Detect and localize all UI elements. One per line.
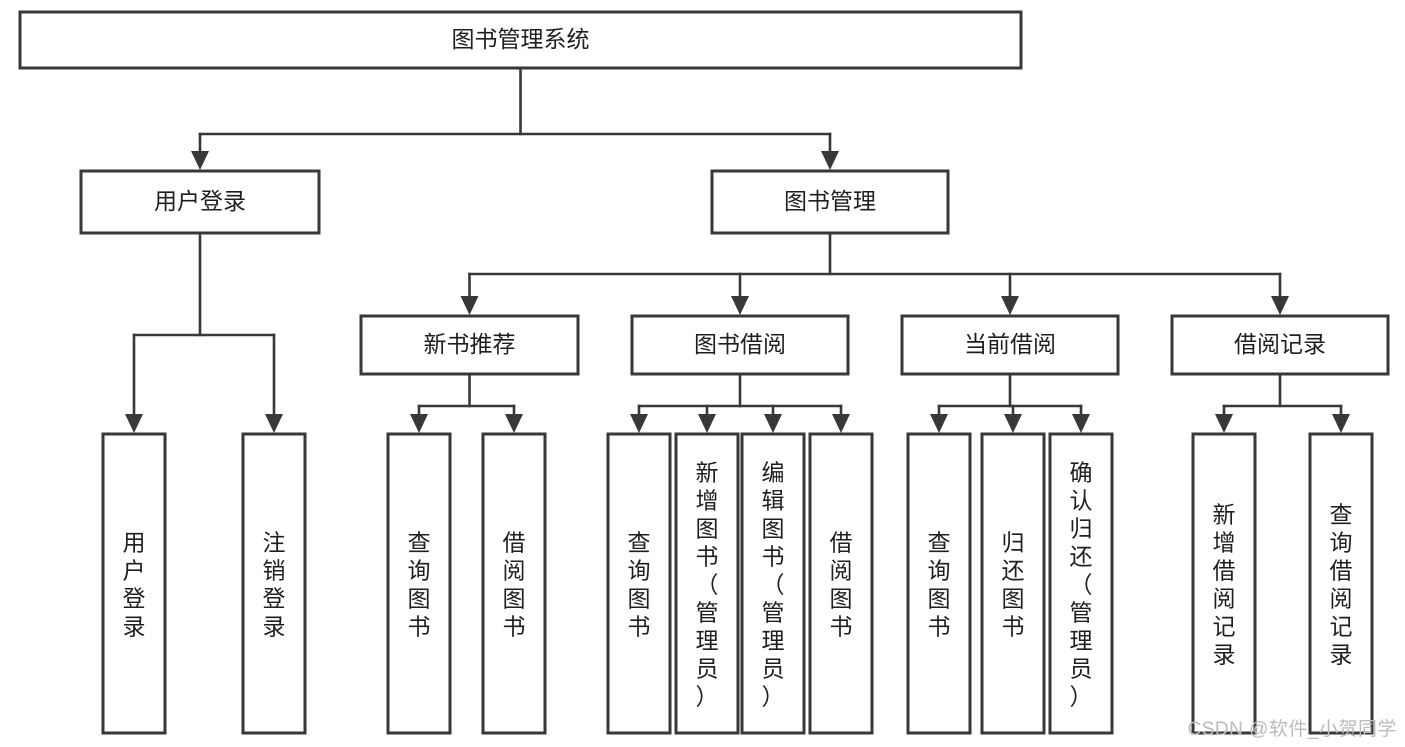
node-label-查询图书: 查询图书 <box>628 529 651 639</box>
node-leaf-2[interactable]: 查询图书 <box>386 432 452 735</box>
node-box-查询图书[interactable] <box>906 432 972 735</box>
arrow-head-icon <box>1001 296 1019 315</box>
node-label-编辑图书管理员: 编辑图书（管理员） <box>762 459 785 709</box>
node-l2-1[interactable]: 图书借阅 <box>630 314 850 376</box>
node-box-图书管理系统[interactable] <box>18 10 1023 70</box>
arrow-head-icon <box>191 151 209 170</box>
node-leaf-12[interactable]: 查询借阅记录 <box>1308 432 1374 735</box>
arrow-head-icon <box>698 414 716 433</box>
arrow-head-icon <box>460 296 479 315</box>
arrow-head-icon <box>832 414 850 433</box>
arrow-head-icon <box>505 414 523 433</box>
arrow-head-icon <box>764 414 782 433</box>
node-label-图书借阅: 图书借阅 <box>694 331 786 357</box>
node-box-当前借阅[interactable] <box>900 314 1120 376</box>
node-box-图书管理[interactable] <box>710 169 950 235</box>
node-leaf-5[interactable]: 新增图书（管理员） <box>674 432 740 735</box>
arrow-head-icon <box>1072 414 1090 433</box>
node-leaf-8[interactable]: 查询图书 <box>906 432 972 735</box>
node-label-用户登录: 用户登录 <box>154 188 246 214</box>
node-l1-0[interactable]: 用户登录 <box>79 169 321 235</box>
node-label-查询图书: 查询图书 <box>408 529 431 639</box>
arrow-head-icon <box>1332 414 1350 433</box>
node-boxes: 图书管理系统用户登录图书管理新书推荐图书借阅当前借阅借阅记录用户登录注销登录查询… <box>18 10 1390 735</box>
node-box-查询图书[interactable] <box>606 432 672 735</box>
node-box-查询图书[interactable] <box>386 432 452 735</box>
node-label-用户登录: 用户登录 <box>123 529 146 639</box>
node-label-当前借阅: 当前借阅 <box>964 331 1056 357</box>
node-box-新增借阅记录[interactable] <box>1191 432 1257 735</box>
node-label-查询图书: 查询图书 <box>928 529 951 639</box>
arrow-head-icon <box>630 414 648 433</box>
node-label-借阅图书: 借阅图书 <box>503 529 526 639</box>
node-label-借阅记录: 借阅记录 <box>1234 331 1326 357</box>
node-leaf-0[interactable]: 用户登录 <box>101 432 167 735</box>
node-box-编辑图书管理员[interactable] <box>740 432 806 735</box>
node-l2-2[interactable]: 当前借阅 <box>900 314 1120 376</box>
node-leaf-1[interactable]: 注销登录 <box>241 432 307 735</box>
node-box-确认归还管理员[interactable] <box>1048 432 1114 735</box>
node-box-用户登录[interactable] <box>101 432 167 735</box>
node-label-注销登录: 注销登录 <box>263 529 286 639</box>
arrow-head-icon <box>125 414 143 433</box>
node-box-归还图书[interactable] <box>980 432 1046 735</box>
node-l2-3[interactable]: 借阅记录 <box>1170 314 1390 376</box>
node-box-新增图书管理员[interactable] <box>674 432 740 735</box>
node-leaf-6[interactable]: 编辑图书（管理员） <box>740 432 806 735</box>
node-leaf-11[interactable]: 新增借阅记录 <box>1191 432 1257 735</box>
arrow-head-icon <box>1271 296 1289 315</box>
node-box-用户登录[interactable] <box>79 169 321 235</box>
node-label-新书推荐: 新书推荐 <box>424 331 516 357</box>
node-box-借阅图书[interactable] <box>481 432 547 735</box>
node-leaf-10[interactable]: 确认归还（管理员） <box>1048 432 1114 735</box>
node-label-图书管理系统: 图书管理系统 <box>452 26 590 52</box>
node-label-归还图书: 归还图书 <box>1002 529 1025 639</box>
arrow-head-icon <box>410 414 428 433</box>
node-box-新书推荐[interactable] <box>359 314 580 376</box>
arrow-head-icon <box>1215 414 1233 433</box>
arrow-head-icon <box>930 414 948 433</box>
node-box-借阅记录[interactable] <box>1170 314 1390 376</box>
node-box-查询借阅记录[interactable] <box>1308 432 1374 735</box>
node-label-图书管理: 图书管理 <box>784 188 876 214</box>
connector-lines <box>125 66 1350 433</box>
node-leaf-3[interactable]: 借阅图书 <box>481 432 547 735</box>
watermark-label: CSDN @软件_小贺同学 <box>1187 719 1397 740</box>
node-box-注销登录[interactable] <box>241 432 307 735</box>
arrow-head-icon <box>265 414 283 433</box>
node-label-确认归还管理员: 确认归还（管理员） <box>1070 459 1093 709</box>
node-leaf-9[interactable]: 归还图书 <box>980 432 1046 735</box>
node-l1-1[interactable]: 图书管理 <box>710 169 950 235</box>
node-root-0[interactable]: 图书管理系统 <box>18 10 1023 70</box>
node-label-借阅图书: 借阅图书 <box>830 529 853 639</box>
node-l2-0[interactable]: 新书推荐 <box>359 314 580 376</box>
arrow-head-icon <box>731 296 749 315</box>
arrow-head-icon <box>1004 414 1022 433</box>
node-leaf-4[interactable]: 查询图书 <box>606 432 672 735</box>
node-leaf-7[interactable]: 借阅图书 <box>808 432 874 735</box>
node-label-新增借阅记录: 新增借阅记录 <box>1213 501 1236 667</box>
arrow-head-icon <box>821 151 839 170</box>
node-label-查询借阅记录: 查询借阅记录 <box>1330 501 1353 667</box>
node-box-图书借阅[interactable] <box>630 314 850 376</box>
node-box-借阅图书[interactable] <box>808 432 874 735</box>
node-label-新增图书管理员: 新增图书（管理员） <box>696 459 719 709</box>
